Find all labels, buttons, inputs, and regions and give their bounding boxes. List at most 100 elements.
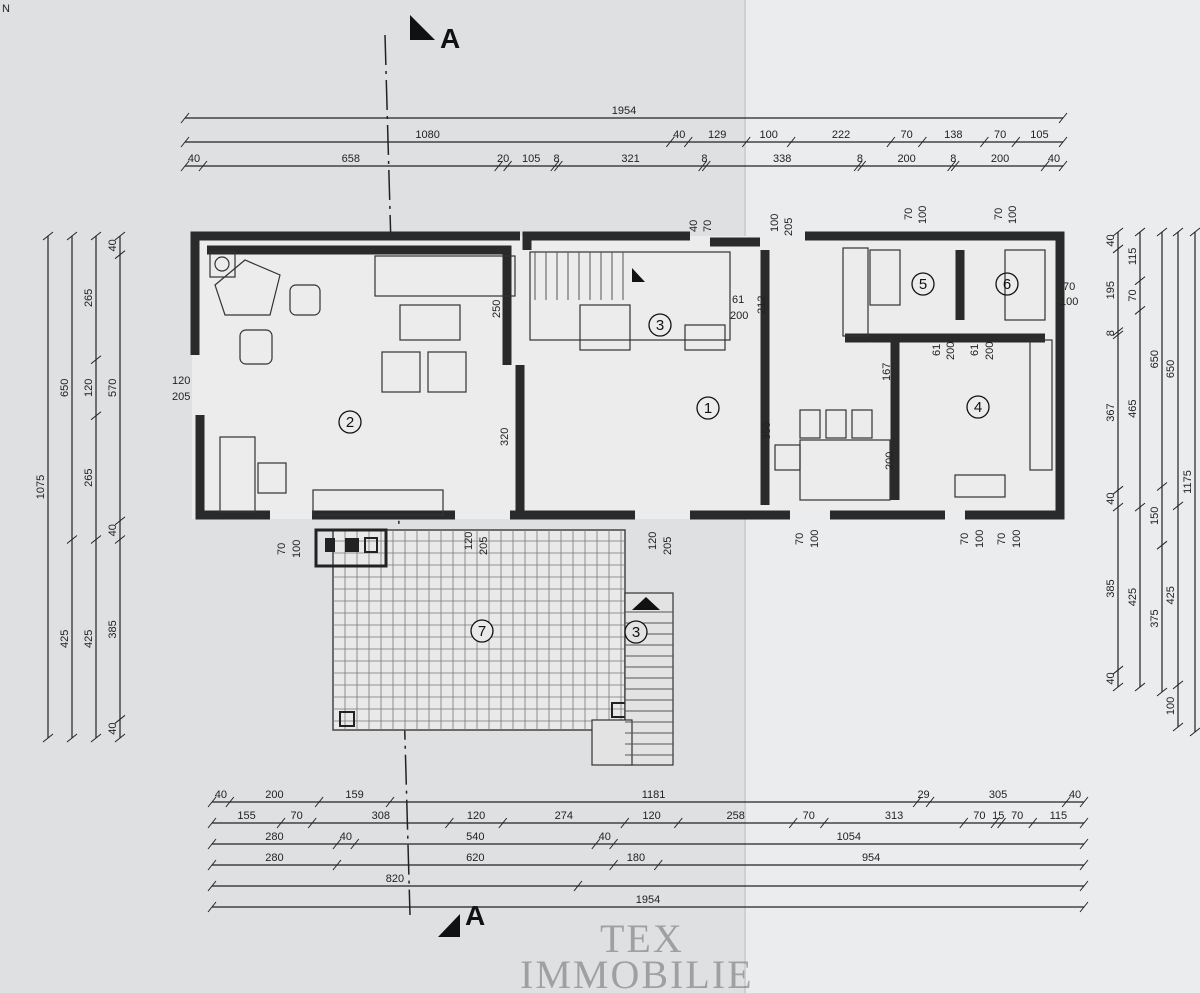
room-1: 1 [696,396,720,420]
svg-text:100: 100 [809,530,821,548]
dimension-label: 29 [917,789,929,801]
dimension-label: 115 [1127,248,1139,266]
dimension-label: 100 [760,129,778,141]
dimension-label: 1954 [636,894,660,906]
dimension-label: 8 [950,153,956,165]
bottom-dimension-chain: 1954 [207,894,1089,913]
dimension-label: 620 [466,852,484,864]
svg-text:200: 200 [984,342,996,360]
dimension-tick [332,838,342,850]
furniture [209,247,1053,516]
dimension-tick [917,136,927,148]
dimension-label: 305 [989,789,1007,801]
dimension-label: 1181 [642,789,666,801]
dimension-label: 100 [1165,697,1177,715]
dimension-tick [554,160,563,172]
dimension-tick [1134,276,1146,286]
dimension-tick [925,796,935,808]
dimension-tick [1058,136,1068,148]
dimension-tick [1112,485,1124,495]
walls [190,231,1065,568]
dimension-label: 265 [83,289,95,307]
dimension-tick [90,535,102,544]
dimension-tick [959,817,969,829]
svg-text:120: 120 [647,532,659,550]
dimension-tick [350,838,360,850]
dimension-tick [1172,722,1184,732]
dimension-tick [1028,817,1038,829]
dimension-label: 425 [59,630,71,648]
dimension-label: 40 [215,789,227,801]
dimension-label: 70 [973,810,985,822]
dimension-tick [591,838,601,850]
dimension-label: 8 [857,153,863,165]
dimension-tick [207,838,217,850]
dimension-label: 138 [944,129,962,141]
dimension-label: 280 [265,831,283,843]
dimension-tick [673,817,683,829]
dimension-label: 1954 [612,105,636,117]
dimension-label: 105 [1030,129,1048,141]
top-dimension-chain: 1954 [180,105,1068,124]
room-3-exterior: 3 [624,620,648,644]
dimension-label: 1075 [35,475,47,499]
dimension-label: 40 [673,129,685,141]
dimension-label: 650 [1149,350,1161,368]
dimension-tick [314,796,324,808]
dimension-tick [225,796,235,808]
svg-text:70: 70 [702,220,714,232]
dimension-tick [550,160,560,172]
dimension-tick [1079,880,1089,892]
dimension-tick [1134,682,1146,692]
dimension-label: 540 [466,831,484,843]
svg-text:120: 120 [172,375,190,387]
dimension-tick [42,231,54,241]
section-label-top: A [440,23,460,54]
dimension-tick [114,733,126,743]
dimension-tick [1112,682,1124,692]
dimension-label: 385 [1105,579,1117,597]
svg-text:205: 205 [662,537,674,555]
dimension-label: 70 [994,129,1006,141]
dimension-tick [307,817,317,829]
svg-text:3: 3 [632,624,640,641]
svg-text:200: 200 [884,452,896,470]
dimension-label: 308 [372,810,390,822]
dimension-tick [1058,160,1068,172]
dimension-label: 70 [290,810,302,822]
svg-text:4: 4 [974,399,982,416]
dimension-label: 425 [83,630,95,648]
dimension-tick [665,136,675,148]
dimension-tick [498,817,508,829]
dimension-tick [42,733,54,743]
dimension-label: 1080 [415,129,439,141]
dimension-tick [1112,227,1124,237]
dimension-tick [1112,327,1124,336]
dimension-label: 375 [1149,609,1161,627]
room-4: 4 [966,395,990,419]
dimension-label: 425 [1165,586,1177,604]
svg-text:6: 6 [1003,276,1011,293]
exterior-stair [591,592,674,766]
dimension-label: 465 [1127,400,1139,418]
left-dimension-chain: 1075 [35,231,54,743]
svg-text:70: 70 [959,533,971,545]
dimension-tick [609,838,619,850]
dimension-tick [90,231,102,241]
dimension-label: 150 [1149,507,1161,525]
watermark: TEX IMMOBILIE [520,916,752,993]
dimension-tick [950,160,960,172]
dimension-label: 8 [701,153,707,165]
dimension-tick [1079,901,1089,913]
dimension-label: 8 [1105,330,1117,336]
room-6: 6 [995,272,1019,296]
dimension-label: 195 [1105,281,1117,299]
dimension-tick [207,796,217,808]
dimension-label: 120 [642,810,660,822]
room-2: 2 [338,410,362,434]
